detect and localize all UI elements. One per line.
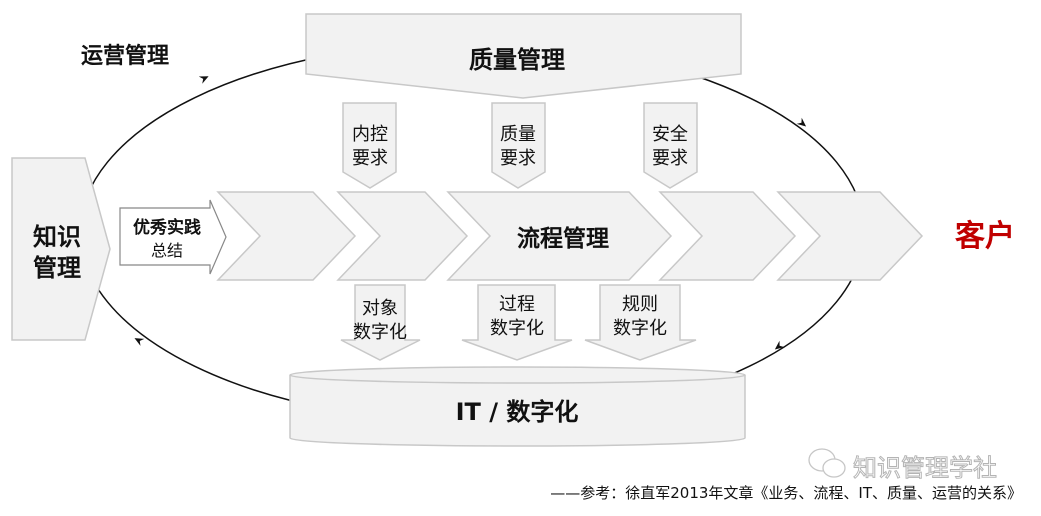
- chevron: [336, 191, 469, 281]
- digitization-arrow: 过程 数字化: [461, 284, 573, 361]
- digitization-arrow: 规则 数字化: [584, 284, 697, 361]
- svg-text:数字化: 数字化: [490, 318, 544, 339]
- requirement-arrow: 安全 要求: [643, 102, 698, 189]
- svg-text:数字化: 数字化: [353, 322, 407, 343]
- it-digitization-cylinder: IT / 数字化: [289, 366, 746, 447]
- best-practice-arrow: 优秀实践 总结: [119, 199, 227, 275]
- footnote: ——参考：徐直军2013年文章《业务、流程、IT、质量、运营的关系》: [550, 484, 1022, 502]
- wechat-icon: [808, 448, 846, 478]
- svg-text:要求: 要求: [652, 148, 688, 169]
- requirement-arrow: 内控 要求: [342, 102, 397, 189]
- svg-text:质量: 质量: [500, 124, 536, 145]
- svg-text:内控: 内控: [352, 124, 388, 145]
- chevron: [776, 191, 924, 281]
- chevron: [446, 191, 673, 281]
- svg-text:知识管理学社: 知识管理学社: [853, 454, 997, 482]
- cycle-arrow-icon: [198, 76, 209, 84]
- chevron: [216, 191, 357, 281]
- svg-text:过程: 过程: [499, 294, 535, 315]
- svg-text:质量管理: 质量管理: [469, 46, 565, 74]
- svg-text:IT / 数字化: IT / 数字化: [456, 398, 579, 426]
- svg-text:数字化: 数字化: [613, 318, 667, 339]
- svg-text:管理: 管理: [33, 254, 81, 282]
- svg-text:知识: 知识: [33, 223, 81, 251]
- knowledge-management-block: 知识 管理: [11, 157, 111, 341]
- quality-management-banner: 质量管理: [305, 13, 742, 99]
- digitization-arrow: 对象 数字化: [340, 284, 421, 361]
- customer-label: 客户: [955, 219, 1015, 254]
- svg-text:安全: 安全: [652, 124, 688, 145]
- chevron: [658, 191, 797, 281]
- cycle-arrow-icon: [134, 338, 145, 346]
- process-chevrons: 流程管理: [216, 191, 924, 281]
- svg-text:规则: 规则: [622, 294, 658, 315]
- process-management-label: 流程管理: [517, 225, 609, 252]
- svg-text:要求: 要求: [500, 148, 536, 169]
- svg-text:优秀实践: 优秀实践: [133, 217, 201, 238]
- svg-text:对象: 对象: [362, 298, 398, 319]
- requirement-arrow: 质量 要求: [491, 102, 546, 189]
- operations-label: 运营管理: [81, 43, 169, 69]
- watermark: 知识管理学社: [808, 448, 998, 483]
- svg-text:总结: 总结: [151, 241, 183, 260]
- svg-text:要求: 要求: [352, 148, 388, 169]
